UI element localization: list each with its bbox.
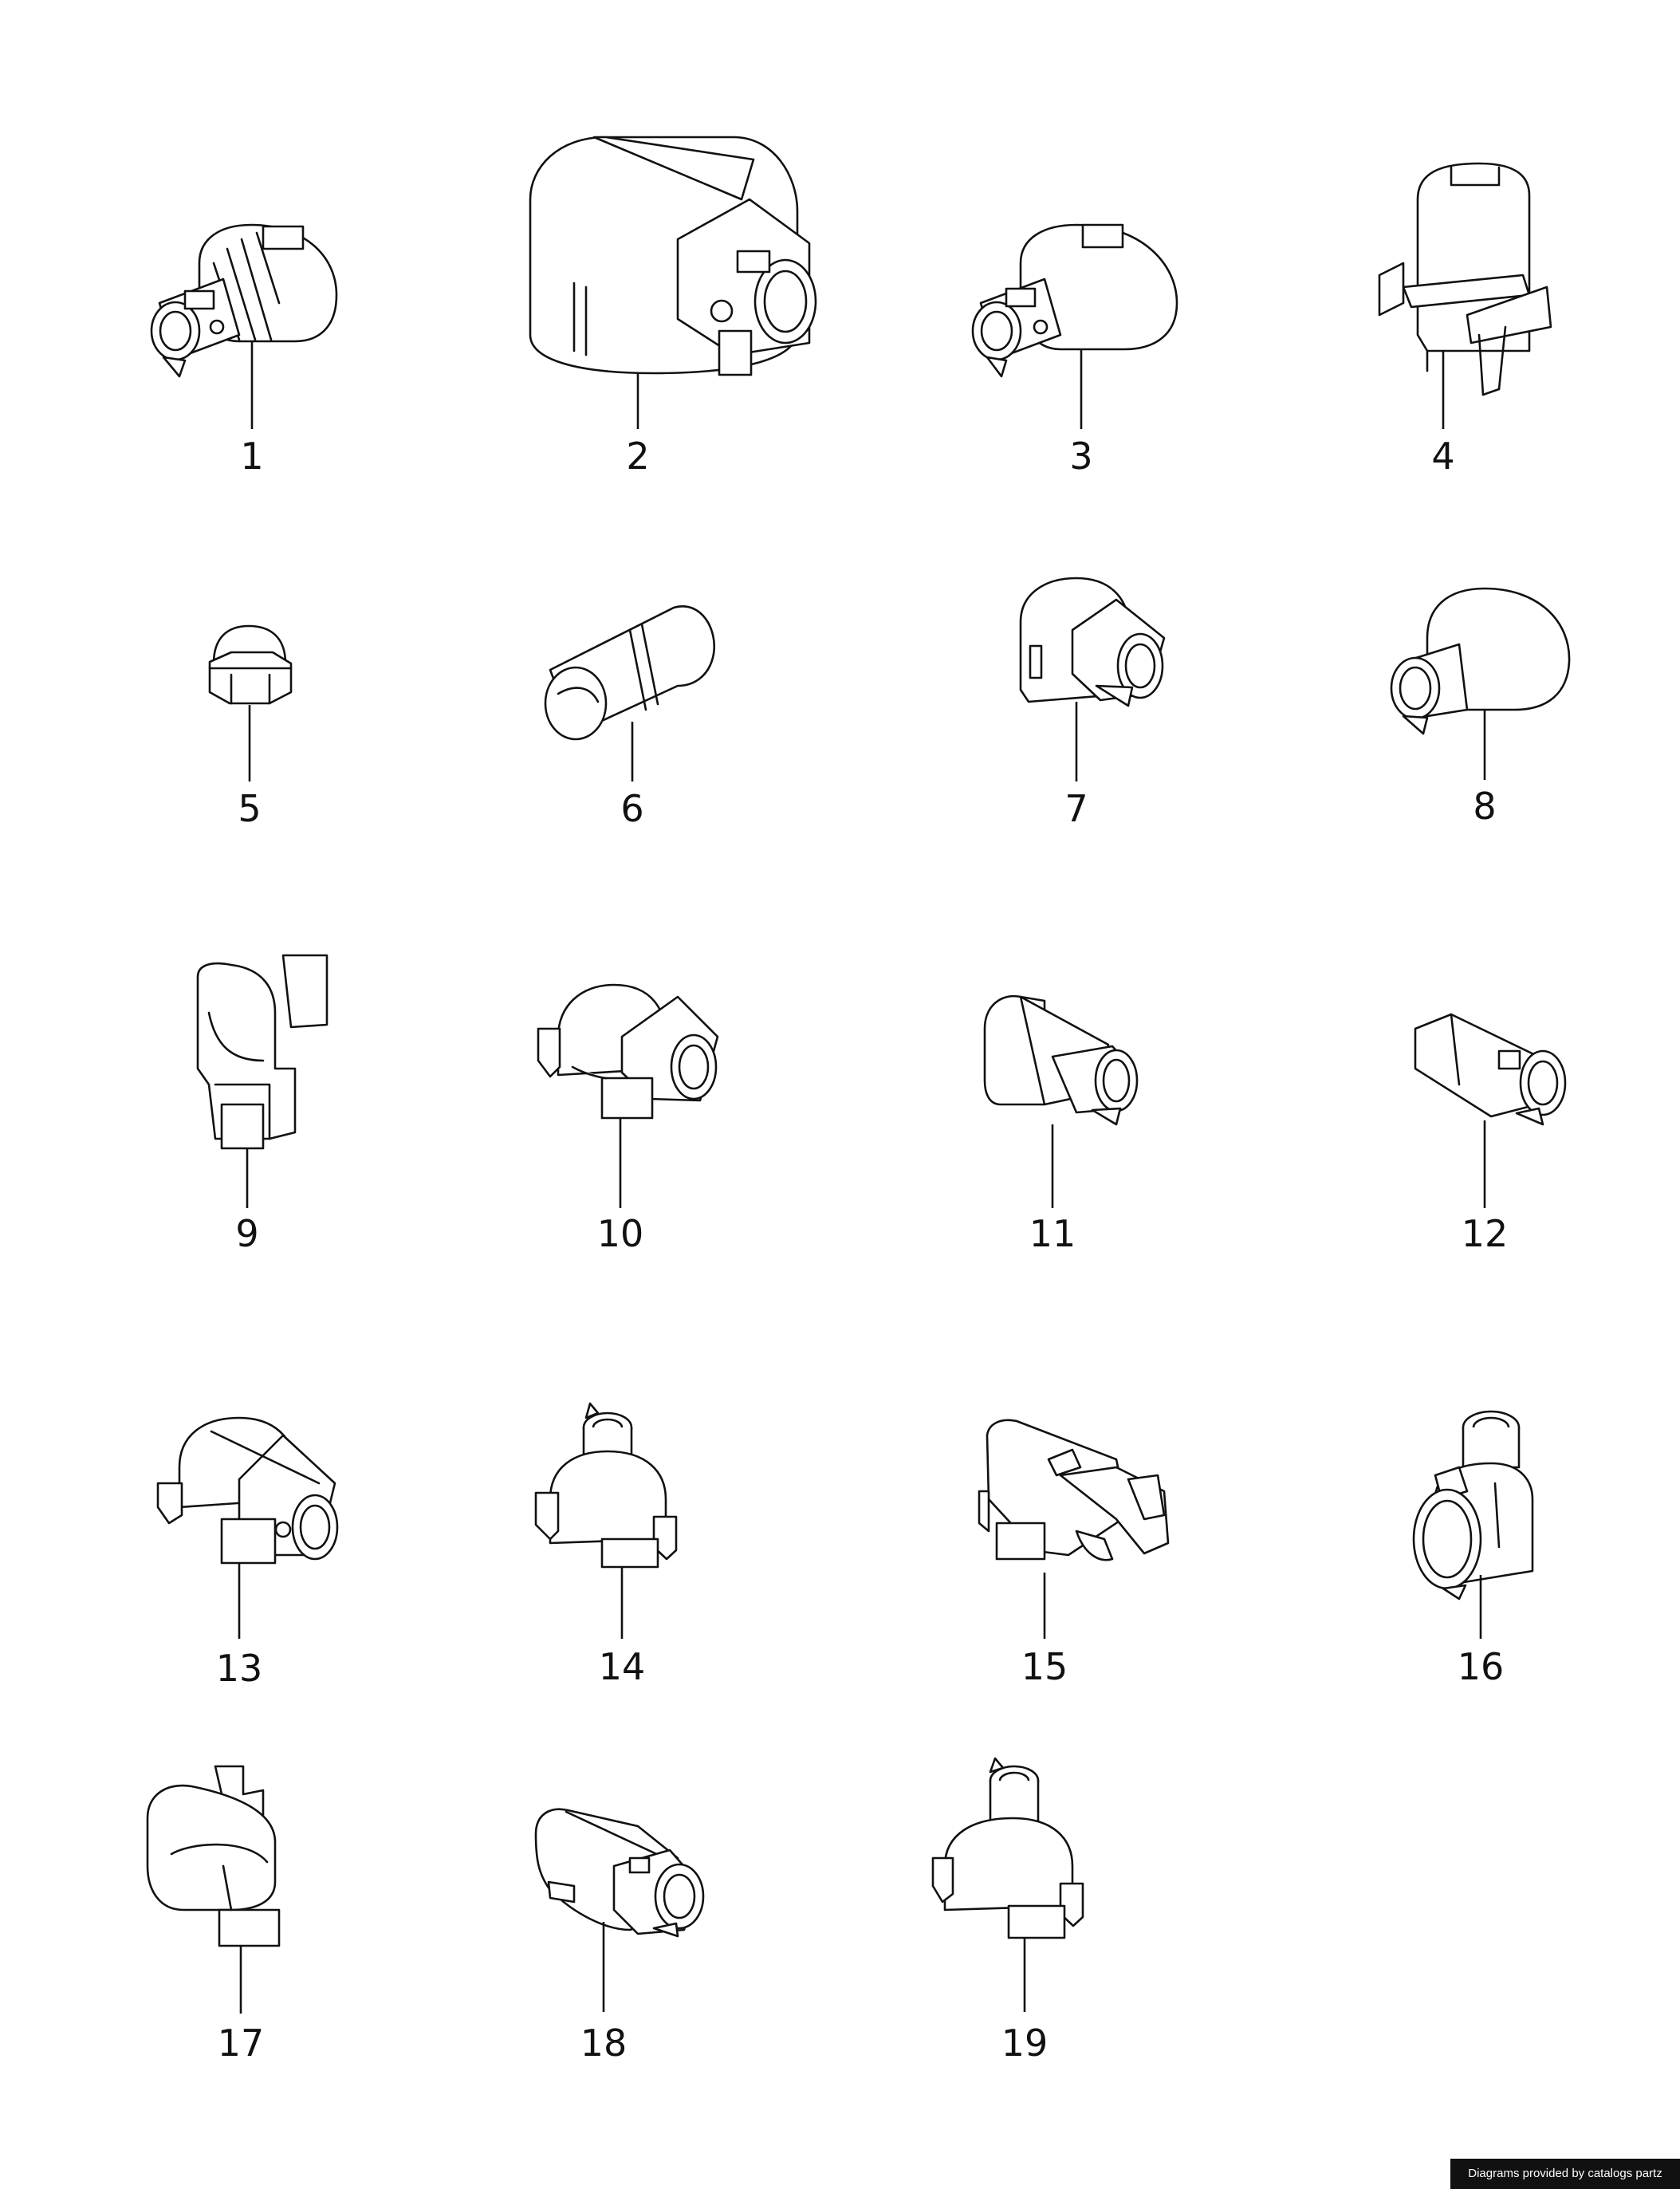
callout-number-15: 15 <box>1021 1645 1068 1688</box>
callout-number-13: 13 <box>216 1647 263 1690</box>
part-4-clip-holder-icon <box>1378 162 1552 396</box>
callout-number-19: 19 <box>1001 2022 1049 2065</box>
part-6-sleeve-icon <box>544 605 716 741</box>
part-17-elbow-connector-icon <box>146 1765 281 1947</box>
callout-number-18: 18 <box>580 2022 628 2065</box>
callout-number-8: 8 <box>1473 785 1496 828</box>
part-5-cap-nut-icon <box>208 624 293 705</box>
callout-number-6: 6 <box>620 787 643 830</box>
part-7-angle-connector-icon <box>1019 577 1166 707</box>
credit-banner: Diagrams provided by catalogs partz <box>1450 2159 1680 2189</box>
part-15-multi-clip-connector-icon <box>978 1419 1170 1561</box>
part-8-cap-connector-icon <box>1390 587 1571 735</box>
callout-number-5: 5 <box>238 787 261 830</box>
callout-number-3: 3 <box>1069 435 1092 478</box>
part-3-hose-connector-icon <box>971 223 1178 378</box>
callout-number-2: 2 <box>626 435 649 478</box>
callout-number-10: 10 <box>597 1212 644 1255</box>
part-10-t-connector-icon <box>537 983 719 1120</box>
part-13-t-connector-icon <box>156 1416 339 1565</box>
callout-number-17: 17 <box>218 2022 265 2065</box>
part-16-ring-connector-icon <box>1412 1410 1534 1600</box>
part-9-elbow-connector-icon <box>196 954 329 1150</box>
callout-number-12: 12 <box>1462 1212 1509 1255</box>
callout-number-1: 1 <box>240 435 263 478</box>
callout-number-9: 9 <box>235 1212 258 1255</box>
part-11-angle-connector-icon <box>983 994 1139 1126</box>
callout-number-4: 4 <box>1431 435 1454 478</box>
callout-number-14: 14 <box>599 1645 646 1688</box>
part-12-straight-connector-icon <box>1414 1013 1567 1126</box>
part-18-oval-connector-icon <box>534 1808 705 1938</box>
callout-number-7: 7 <box>1064 787 1088 830</box>
part-19-vertical-connector-icon <box>931 1757 1084 1939</box>
part-14-vertical-connector-icon <box>534 1402 678 1569</box>
part-2-large-connector-housing-icon <box>529 136 817 376</box>
part-1-hose-connector-ribbed-icon <box>150 223 338 378</box>
callout-number-16: 16 <box>1458 1645 1505 1688</box>
callout-number-11: 11 <box>1029 1212 1076 1255</box>
